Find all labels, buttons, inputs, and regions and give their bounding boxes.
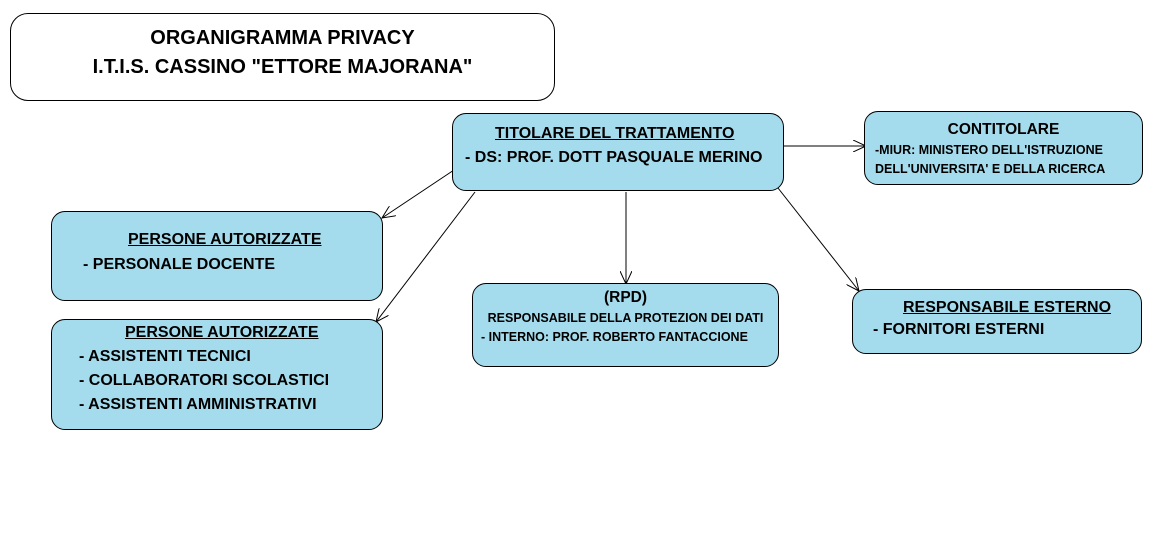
arrow-titolare-to-autorizzate_1	[382, 169, 455, 218]
arrow-titolare-to-autorizzate_2	[376, 191, 476, 322]
rpd-line: - INTERNO: PROF. ROBERTO FANTACCIONE	[481, 330, 748, 344]
contitolare-heading: CONTITOLARE	[947, 121, 1060, 138]
contitolare-node: CONTITOLARE -MIUR: MINISTERO DELL'ISTRUZ…	[864, 111, 1143, 185]
titolare-line: - DS: PROF. DOTT PASQUALE MERINO	[465, 149, 763, 166]
diagram-title: ORGANIGRAMMA PRIVACY	[150, 27, 415, 49]
arrow-titolare-to-esterno	[777, 187, 859, 291]
rpd-heading: (RPD)	[603, 289, 648, 306]
esterno-line: - FORNITORI ESTERNI	[873, 321, 1045, 338]
titolare-node: TITOLARE DEL TRATTAMENTO - DS: PROF. DOT…	[452, 113, 784, 191]
diagram-title-box: ORGANIGRAMMA PRIVACY I.T.I.S. CASSINO "E…	[10, 13, 555, 101]
contitolare-line: DELL'UNIVERSITA' E DELLA RICERCA	[875, 162, 1106, 176]
esterno-heading: RESPONSABILE ESTERNO	[903, 299, 1112, 316]
autorizzate-2-line: - ASSISTENTI TECNICI	[79, 348, 251, 365]
autorizzate-2-heading: PERSONE AUTORIZZATE	[125, 324, 319, 341]
persone-autorizzate-ata-node: PERSONE AUTORIZZATE - ASSISTENTI TECNICI…	[51, 319, 383, 430]
rpd-line: RESPONSABILE DELLA PROTEZION DEI DATI	[487, 311, 764, 325]
contitolare-line: -MIUR: MINISTERO DELL'ISTRUZIONE	[875, 143, 1103, 157]
autorizzate-1-heading: PERSONE AUTORIZZATE	[128, 231, 322, 248]
titolare-heading: TITOLARE DEL TRATTAMENTO	[495, 125, 735, 142]
autorizzate-2-line: - COLLABORATORI SCOLASTICI	[79, 372, 330, 389]
autorizzate-2-line: - ASSISTENTI AMMINISTRATIVI	[79, 396, 317, 413]
responsabile-esterno-node: RESPONSABILE ESTERNO - FORNITORI ESTERNI	[852, 289, 1142, 354]
rpd-node: (RPD) RESPONSABILE DELLA PROTEZION DEI D…	[472, 283, 779, 367]
persone-autorizzate-docenti-node: PERSONE AUTORIZZATE - PERSONALE DOCENTE	[51, 211, 383, 301]
diagram-subtitle: I.T.I.S. CASSINO "ETTORE MAJORANA"	[92, 56, 473, 78]
autorizzate-1-line: - PERSONALE DOCENTE	[83, 256, 276, 273]
